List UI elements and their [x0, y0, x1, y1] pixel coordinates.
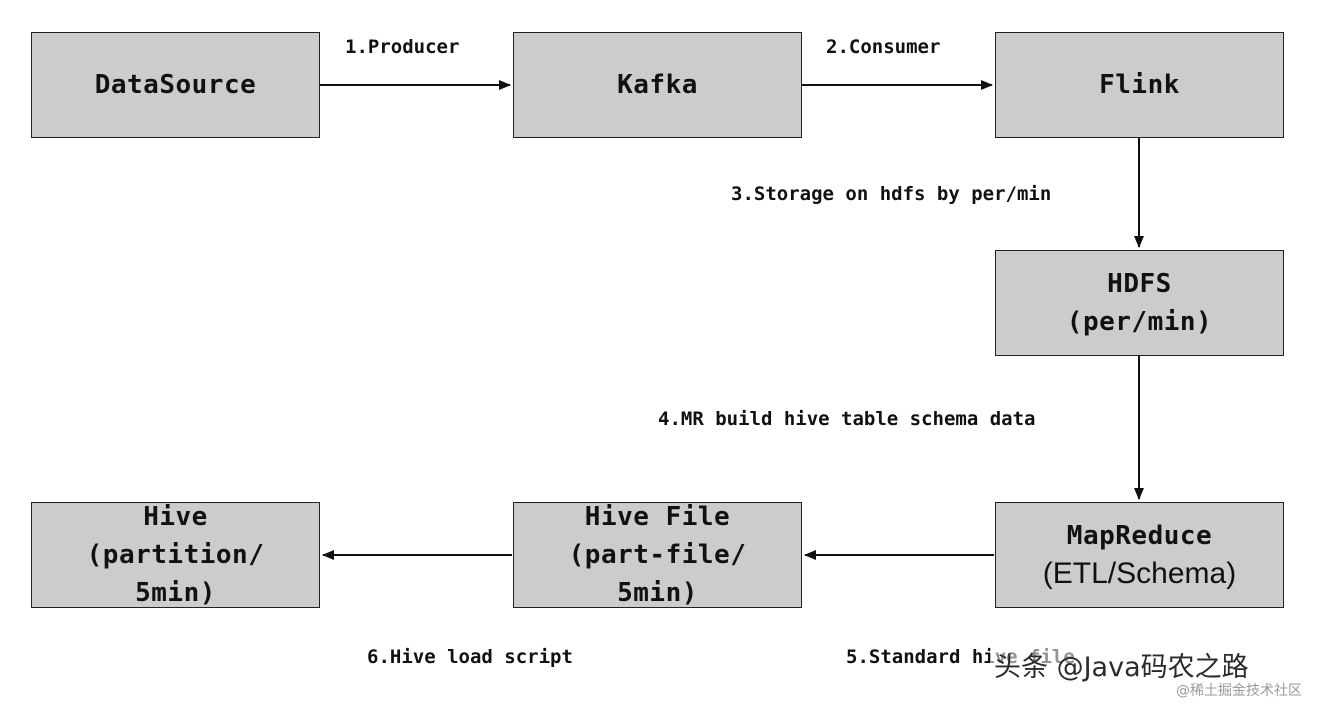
node-flink: Flink [995, 32, 1284, 138]
edge-label-mr-build: 4.MR build hive table schema data [658, 408, 1036, 430]
node-hivefile: Hive File (part-file/ 5min) [513, 502, 802, 608]
node-mapreduce-label-2: (ETL/Schema) [1042, 557, 1237, 590]
node-kafka-label: Kafka [617, 70, 698, 100]
edge-label-producer: 1.Producer [345, 36, 460, 58]
edge-label-consumer: 2.Consumer [826, 36, 941, 58]
watermark-sub: @稀土掘金技术社区 [1176, 683, 1302, 699]
node-hivefile-label-1: Hive File [584, 502, 731, 532]
node-hive: Hive (partition/ 5min) [31, 502, 320, 608]
node-mapreduce: MapReduce (ETL/Schema) [995, 502, 1284, 608]
edge-label-storage: 3.Storage on hdfs by per/min [731, 183, 1052, 205]
node-mapreduce-label-1: MapReduce [1066, 521, 1213, 551]
node-datasource: DataSource [31, 32, 320, 138]
node-hive-label-3: 5min) [135, 578, 216, 608]
node-hdfs-label-1: HDFS [1107, 269, 1172, 299]
node-datasource-label: DataSource [94, 70, 257, 100]
node-hive-label-2: (partition/ [86, 540, 265, 570]
node-hdfs: HDFS (per/min) [995, 250, 1284, 356]
node-kafka: Kafka [513, 32, 802, 138]
node-hdfs-label-2: (per/min) [1066, 307, 1213, 337]
edge-label-hive-load: 6.Hive load script [367, 646, 573, 668]
watermark-main: 头条 @Java码农之路 [990, 645, 1253, 684]
node-hive-label-1: Hive [143, 502, 208, 532]
node-hivefile-label-3: 5min) [617, 578, 698, 608]
node-flink-label: Flink [1099, 70, 1180, 100]
node-hivefile-label-2: (part-file/ [568, 540, 747, 570]
